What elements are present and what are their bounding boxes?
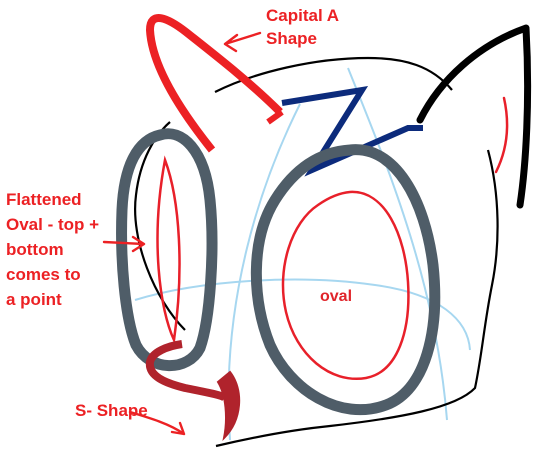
ear-outline	[416, 24, 532, 209]
s-shape-guide	[145, 340, 228, 402]
label-flattened-oval-line1: Flattened	[6, 190, 82, 209]
label-flattened-oval-line3: bottom	[6, 240, 64, 259]
right-eye-outline	[250, 144, 441, 415]
horn-tip-tick	[266, 109, 284, 125]
horn-capital-a	[146, 14, 283, 153]
label-capital-a: Capital A Shape	[266, 6, 339, 48]
right-eye-inner-guide	[281, 190, 410, 381]
annotation-arrows	[102, 31, 262, 436]
ear-inner-guide	[494, 96, 509, 174]
mane-zigzag	[281, 85, 423, 177]
label-flattened-oval-line4: comes to	[6, 265, 81, 284]
guideline-vertical-right	[347, 67, 448, 421]
label-flattened-oval: Flattened Oval - top + bottom comes to a…	[6, 190, 99, 309]
arrow-s-shape	[128, 410, 186, 436]
label-oval: oval	[320, 288, 352, 305]
guideline-horizontal	[134, 278, 471, 351]
label-capital-a-line1: Capital A	[266, 6, 339, 25]
label-capital-a-line2: Shape	[266, 29, 317, 48]
arrow-flattened-oval	[102, 235, 146, 253]
left-eye-inner-guide	[156, 155, 181, 345]
label-flattened-oval-line2: Oval - top +	[6, 215, 99, 234]
left-eye-outline	[116, 128, 218, 372]
guideline-vertical-left	[227, 103, 301, 441]
arrow-capital-a	[223, 31, 262, 53]
label-s-shape: S- Shape	[75, 401, 148, 420]
s-shape-lower-curve	[216, 370, 241, 442]
label-flattened-oval-line5: a point	[6, 290, 62, 309]
